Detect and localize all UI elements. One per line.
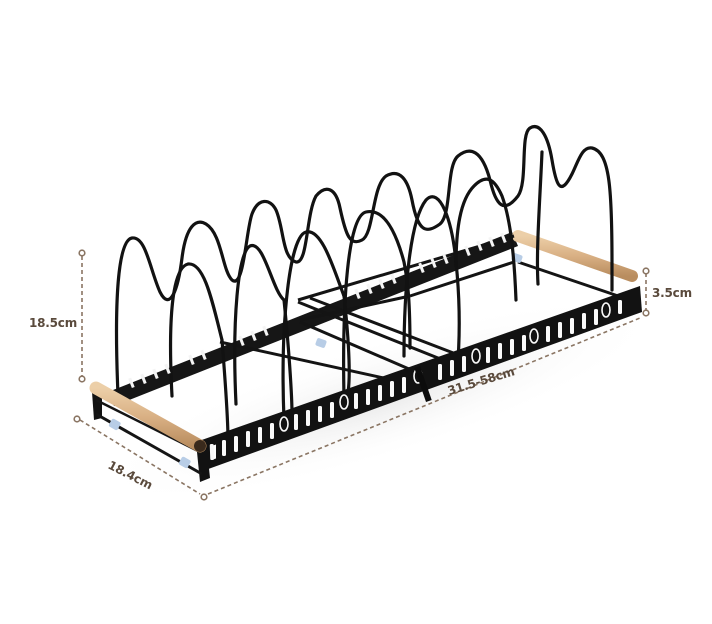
length-dimension-line: [207, 317, 641, 495]
width-dimension-line: [79, 419, 201, 495]
height-dimension-label: 18.5cm: [29, 316, 78, 330]
back-handle: [511, 230, 638, 302]
front-rail-slots: [209, 300, 622, 461]
back-rail: [108, 232, 518, 406]
lid-dividers: [114, 125, 614, 442]
rod-connector: [315, 338, 327, 348]
back-rail-slots: [128, 232, 507, 389]
front-handle: [89, 381, 207, 453]
end-rod-connector-right: [178, 456, 191, 469]
end-rod-connector-left: [108, 418, 121, 431]
dimension-lines: [79, 256, 647, 495]
base-height-dimension-label: 3.5cm: [652, 286, 692, 300]
expansion-joint: [414, 366, 432, 402]
dimension-endpoints: [73, 249, 650, 501]
